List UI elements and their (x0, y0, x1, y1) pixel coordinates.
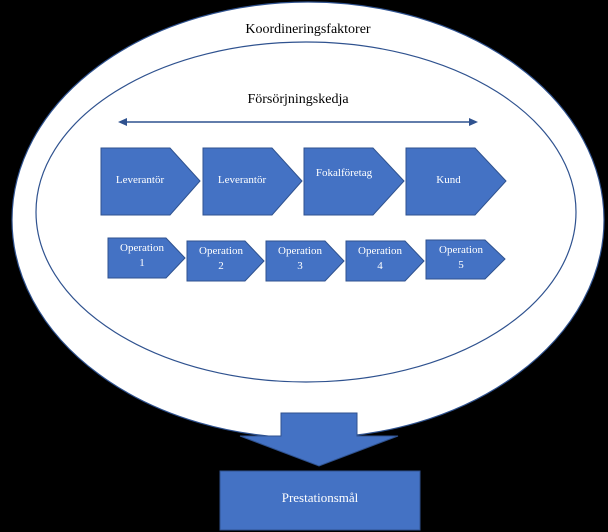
operation-chevron-3 (265, 240, 345, 282)
chain-chevron-3 (303, 147, 405, 216)
result-label: Prestationsmål (281, 490, 359, 505)
operation-chevron-1 (107, 237, 186, 279)
operation-5-word: Operation (439, 244, 483, 256)
operation-label-5: Operation 5 (426, 243, 496, 273)
operation-chevron-5 (425, 239, 506, 280)
outer-label: Koordineringsfaktorer (245, 22, 371, 37)
operation-1-number: 1 (139, 256, 145, 269)
operation-label-1: Operation 1 (108, 241, 176, 271)
chain-label-3: Fokalföretag (315, 167, 373, 179)
operation-label-2: Operation 2 (187, 244, 255, 274)
operation-4-number: 4 (377, 259, 383, 272)
chain-chevron-4 (405, 147, 507, 216)
operation-chevron-2 (186, 240, 265, 282)
chain-label-2: Leverantör (217, 174, 267, 186)
chain-label-4: Kund (436, 174, 461, 186)
result-box (219, 470, 421, 531)
operation-2-number: 2 (218, 259, 224, 272)
operation-chevron-4 (345, 240, 425, 282)
chain-chevron-1 (100, 147, 201, 216)
operation-label-4: Operation 4 (346, 244, 414, 274)
operation-2-word: Operation (199, 245, 243, 257)
operation-1-word: Operation (120, 242, 164, 254)
operation-3-number: 3 (297, 259, 303, 272)
inner-label: Försörjningskedja (247, 92, 349, 107)
operation-3-word: Operation (278, 245, 322, 257)
chain-label-1: Leverantör (115, 174, 165, 186)
double-arrow (118, 118, 478, 126)
chain-chevron-2 (202, 147, 303, 216)
operation-5-number: 5 (458, 258, 464, 271)
operation-label-3: Operation 3 (266, 244, 334, 274)
operation-4-word: Operation (358, 245, 402, 257)
down-arrow (239, 412, 399, 467)
